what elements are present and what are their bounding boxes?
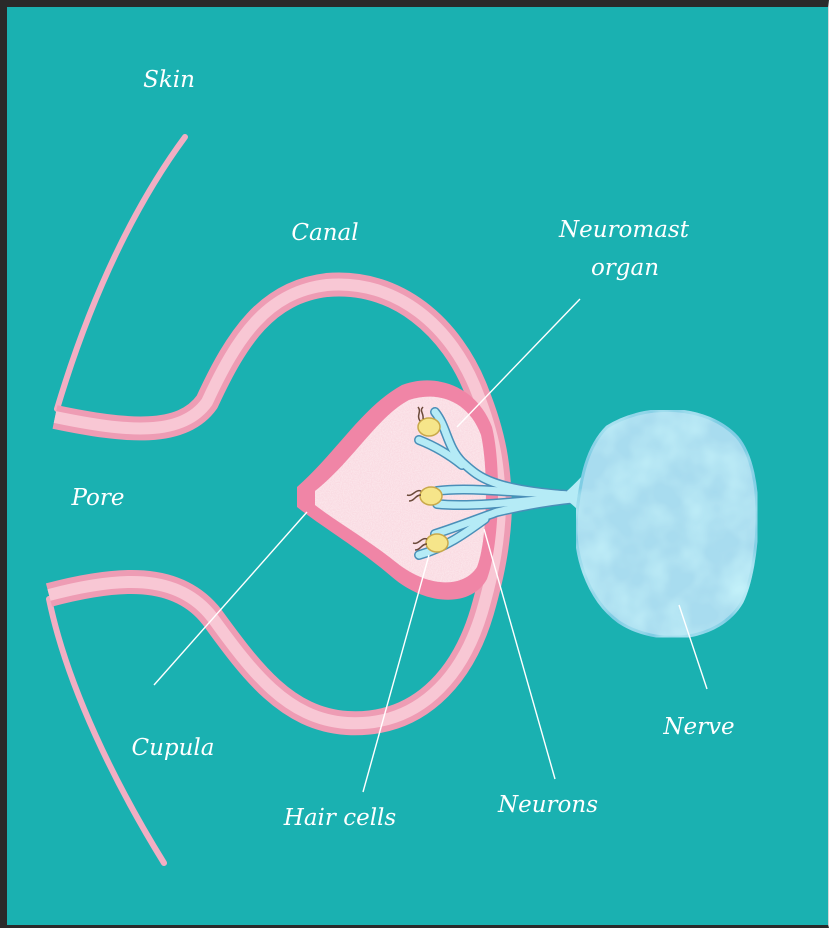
lateral-line-diagram: Skin Canal Neuromast organ Pore Cupula H… (7, 7, 829, 928)
neurons-label: Neurons (497, 792, 598, 818)
neuromast-label-line1: Neuromast (558, 217, 690, 243)
neuromast-label-line2: organ (591, 255, 659, 281)
canal-label: Canal (291, 220, 358, 246)
nerve-label: Nerve (662, 714, 734, 740)
nerve (567, 410, 757, 637)
cupula-label: Cupula (131, 735, 214, 761)
skin-label: Skin (143, 67, 195, 93)
neurons-leader (484, 529, 555, 779)
skin-lower (49, 599, 164, 863)
hair-cells-leader (363, 555, 429, 792)
pore-label: Pore (71, 485, 125, 511)
hair-cells-label: Hair cells (283, 805, 397, 831)
nerve-body (576, 410, 757, 637)
skin-upper (57, 137, 185, 409)
